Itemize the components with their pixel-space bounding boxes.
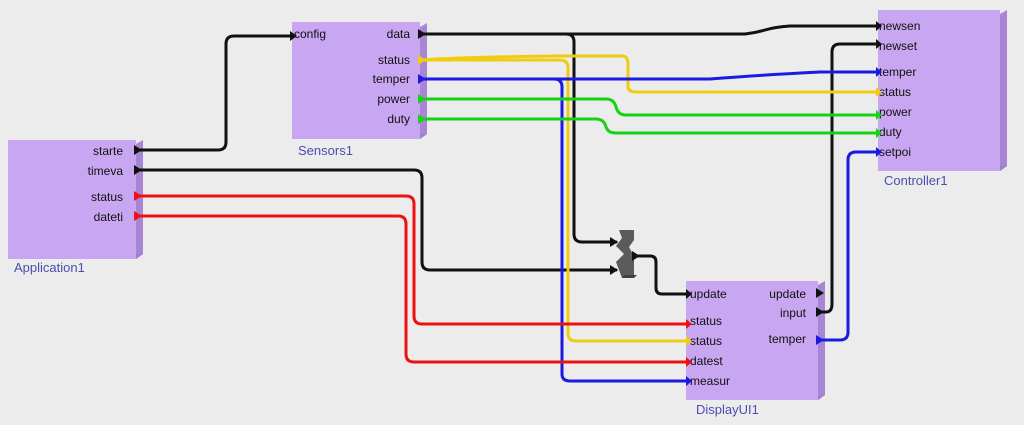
wires: [134, 24, 880, 383]
port-label-status-yellow: status: [690, 334, 722, 348]
wire-status-status-red: [134, 194, 690, 326]
port-label-status-red: status: [690, 314, 722, 328]
port-label-config: config: [294, 27, 326, 41]
port-label-temper-out: temper: [769, 332, 806, 346]
port-marker: [418, 29, 426, 39]
port-label-input: input: [780, 306, 807, 320]
block-name-displayui1: DisplayUI1: [696, 402, 759, 417]
block-name-application1: Application1: [14, 260, 85, 275]
port-marker: [418, 55, 426, 65]
wire-displaytemper-setpoi: [816, 150, 880, 342]
port-label-data: data: [387, 27, 411, 41]
wire-starte-config: [134, 34, 294, 152]
port-marker: [876, 87, 882, 97]
port-label-newsen: newsen: [879, 19, 920, 33]
merge-block[interactable]: [616, 230, 637, 278]
port-label-status: status: [91, 190, 123, 204]
port-label-update-out: update: [769, 287, 806, 301]
ports: [134, 21, 882, 386]
port-marker: [816, 335, 824, 345]
port-marker: [686, 376, 692, 386]
port-marker: [418, 74, 426, 84]
port-label-update-in: update: [690, 287, 727, 301]
port-marker: [632, 251, 640, 261]
port-marker: [816, 307, 824, 317]
block-displayui1[interactable]: DisplayUI1 update status status datest m…: [686, 281, 825, 417]
port-label-newset: newset: [879, 39, 918, 53]
wire-input-newset: [816, 42, 880, 314]
port-marker: [876, 110, 882, 120]
port-label-starte: starte: [93, 144, 123, 158]
port-marker: [816, 288, 824, 298]
block-name-sensors1: Sensors1: [298, 143, 353, 158]
wire-dateti-datest: [134, 214, 690, 364]
port-marker: [134, 165, 142, 175]
port-marker: [610, 237, 618, 247]
wire-status-status-controller: [418, 54, 880, 94]
port-marker: [134, 191, 142, 201]
port-marker: [876, 21, 882, 31]
port-marker: [418, 94, 426, 104]
wire-temper-measur: [418, 77, 690, 383]
wire-data-newsen: [418, 24, 880, 36]
port-label-setpoi: setpoi: [879, 145, 911, 159]
port-label-temper: temper: [879, 65, 916, 79]
port-marker: [610, 265, 618, 275]
port-marker: [418, 114, 426, 124]
wire-timeva-merge: [134, 168, 618, 272]
port-label-duty: duty: [387, 112, 410, 126]
wire-power-power: [418, 97, 880, 117]
port-marker: [134, 145, 142, 155]
wire-duty-duty: [418, 117, 880, 135]
port-marker: [876, 128, 882, 138]
port-label-temper: temper: [373, 72, 410, 86]
port-label-power: power: [879, 105, 912, 119]
port-marker: [290, 31, 297, 41]
port-label-dateti: dateti: [94, 210, 123, 224]
wire-status-status-yellow: [418, 58, 690, 343]
port-label-measur: measur: [690, 374, 730, 388]
block-name-controller1: Controller1: [884, 173, 948, 188]
port-label-datest: datest: [690, 354, 723, 368]
port-marker: [876, 147, 882, 157]
port-marker: [686, 357, 692, 367]
wire-data-merge: [418, 32, 618, 244]
port-marker: [686, 336, 692, 346]
port-label-status: status: [879, 85, 911, 99]
port-label-power: power: [377, 92, 410, 106]
wire-temper-temper: [418, 70, 880, 81]
port-marker: [876, 67, 882, 77]
port-marker: [686, 319, 692, 329]
block-sensors1[interactable]: Sensors1 config data status temper power…: [292, 22, 427, 158]
block-application1[interactable]: Application1 starte timeva status dateti: [8, 140, 143, 275]
wire-merge-update: [632, 254, 690, 296]
port-marker: [134, 211, 142, 221]
port-marker: [686, 289, 692, 299]
block-controller1[interactable]: Controller1 newsen newset temper status …: [878, 10, 1007, 188]
port-label-status: status: [378, 53, 410, 67]
port-marker: [876, 39, 882, 49]
port-label-timeva: timeva: [88, 164, 124, 178]
port-label-duty: duty: [879, 125, 902, 139]
